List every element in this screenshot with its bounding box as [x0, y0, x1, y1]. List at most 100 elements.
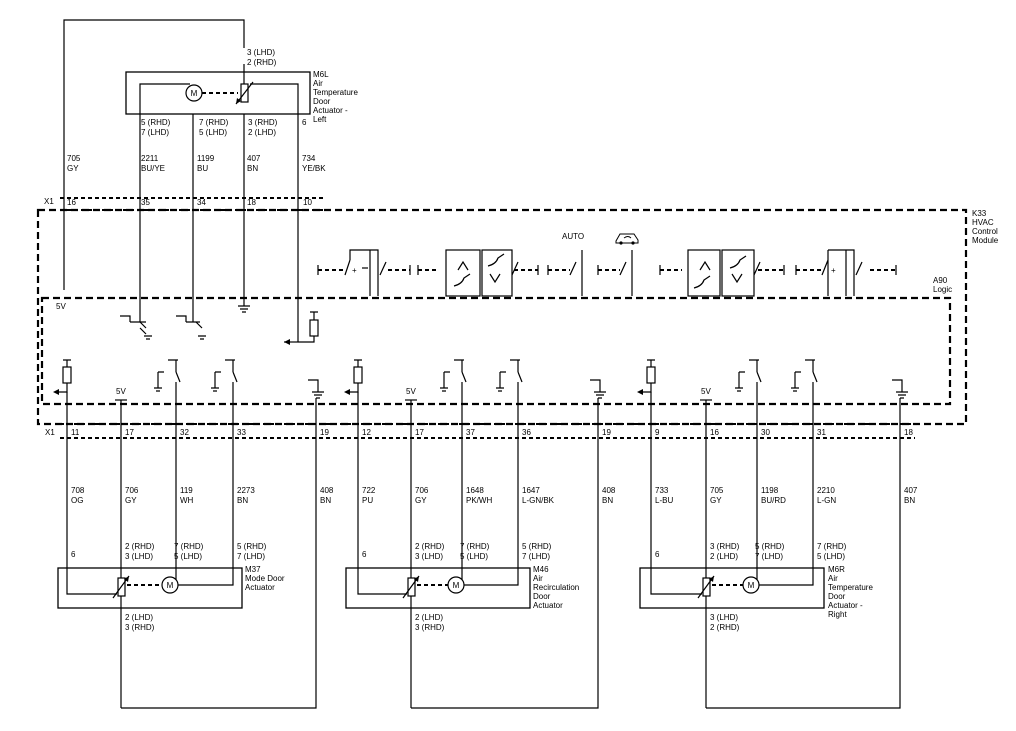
ground-icon: [791, 372, 799, 392]
pin-number: 36: [522, 428, 531, 437]
wire-408: [121, 398, 317, 709]
arrow-left-icon: [284, 339, 290, 345]
pin-label: 7 (RHD): [460, 542, 490, 551]
pin-number: 35: [141, 198, 150, 207]
switch-contact: [511, 261, 539, 276]
actuator-name-line: Door: [313, 97, 331, 106]
top-actuator-box: [125, 71, 311, 115]
potentiometer-arrowhead: [414, 576, 419, 582]
actuator-internal-wire: [357, 590, 407, 595]
pin-label: 5 (LHD): [199, 128, 227, 137]
pin-label: 5 (RHD): [237, 542, 267, 551]
ground-icon: [896, 391, 908, 399]
wire-circuit: 2210: [817, 486, 835, 495]
actuator-name-line: Actuator -: [828, 601, 863, 610]
actuator-name-line: Actuator -: [313, 106, 348, 115]
actuator-internal-wire: [464, 568, 519, 586]
connector-outline: [60, 423, 915, 439]
ground-wire: [120, 298, 146, 323]
arrow-left-icon: [637, 389, 643, 395]
wire-circuit: 734: [302, 154, 316, 163]
plus-symbol: +: [352, 266, 357, 275]
wire-color: OG: [71, 496, 83, 505]
switch-wire: [225, 359, 235, 372]
five-volt-label: 5V: [406, 387, 416, 396]
internal-ground-1199: [176, 298, 206, 340]
wire-color: BN: [320, 496, 331, 505]
resistor-icon: [62, 366, 72, 384]
pin-label: 7 (RHD): [174, 542, 204, 551]
top-actuator-m6l: M 3 (LHD) 2 (RHD) 5 (RHD) 7 (LHD) 7 (RHD…: [125, 48, 358, 137]
supply-wire: [63, 359, 71, 367]
wire-407: [706, 398, 901, 709]
actuator-name-line: Actuator: [245, 583, 275, 592]
wire-color: GY: [125, 496, 137, 505]
module-title-line: HVAC: [972, 218, 994, 227]
pin-number: 17: [415, 428, 424, 437]
pin-number: 11: [71, 428, 80, 437]
wire-circuit: 408: [320, 486, 334, 495]
a90-logic-outline: [40, 296, 952, 406]
switch-wire: [510, 359, 520, 372]
pin-number: 16: [710, 428, 719, 437]
resistor-icon: [646, 366, 656, 384]
switch-contact: [569, 250, 583, 296]
pin-label: 5 (LHD): [817, 552, 845, 561]
motor-label: M: [167, 581, 174, 590]
connector-label: X1: [45, 428, 55, 437]
switch-temp-right: +: [795, 249, 897, 296]
pin-number: 19: [320, 428, 329, 437]
pin-number: 33: [237, 428, 246, 437]
wire-color: PU: [362, 496, 373, 505]
switch-contact: [739, 371, 762, 383]
actuator-name-line: Mode Door: [245, 574, 285, 583]
pin-number: 34: [197, 198, 206, 207]
arrow-left-icon: [344, 389, 350, 395]
actuator-box: [639, 567, 825, 609]
ground-icon: [211, 372, 219, 392]
ground-icon: [496, 372, 504, 392]
internal-resistor-734: [284, 311, 319, 345]
pin-label: 3 (RHD): [710, 542, 740, 551]
actuator-name-line: Left: [313, 115, 327, 124]
switch-wire: [454, 359, 464, 372]
seat-person-icon: [453, 273, 471, 287]
actuator-name-line: Door: [533, 592, 551, 601]
motor-label: M: [453, 581, 460, 590]
switch-wire: [168, 359, 178, 372]
switch-contact: [500, 371, 523, 383]
actuator-name-line: Actuator: [533, 601, 563, 610]
switch-contact: [619, 250, 633, 296]
switch-contact: [444, 371, 467, 383]
switch-contact: [855, 261, 897, 276]
switch-contact: [795, 371, 818, 383]
pin-number: 9: [655, 428, 660, 437]
actuator-name-line: Air: [313, 79, 323, 88]
pin-label: 2 (RHD): [710, 623, 740, 632]
mode-button-right: [721, 249, 755, 297]
pin-number: 32: [180, 428, 189, 437]
pin-label: 3 (LHD): [247, 48, 275, 57]
pin-label: 7 (LHD): [141, 128, 169, 137]
chevron-up-icon: [457, 260, 469, 271]
module-title-line: Control: [972, 227, 998, 236]
actuator-box: [345, 567, 531, 609]
switch-mode: [417, 249, 539, 297]
pin-number: 37: [466, 428, 475, 437]
actuator-name-line: M46: [533, 565, 549, 574]
wire-color: BN: [247, 164, 258, 173]
actuator-name-line: Right: [828, 610, 847, 619]
ground-icon: [735, 372, 743, 392]
pin-label: 3 (RHD): [248, 118, 278, 127]
seat-person-icon: [693, 275, 711, 289]
wire-color: YE/BK: [302, 164, 326, 173]
actuator-name-line: Temperature: [313, 88, 358, 97]
ground-wire: [176, 298, 200, 323]
wire-color: L-GN: [817, 496, 836, 505]
pin-label: 2 (LHD): [125, 613, 153, 622]
module-title-line: K33: [972, 209, 987, 218]
module-title-line: Module: [972, 236, 999, 245]
ground-icon: [440, 372, 448, 392]
